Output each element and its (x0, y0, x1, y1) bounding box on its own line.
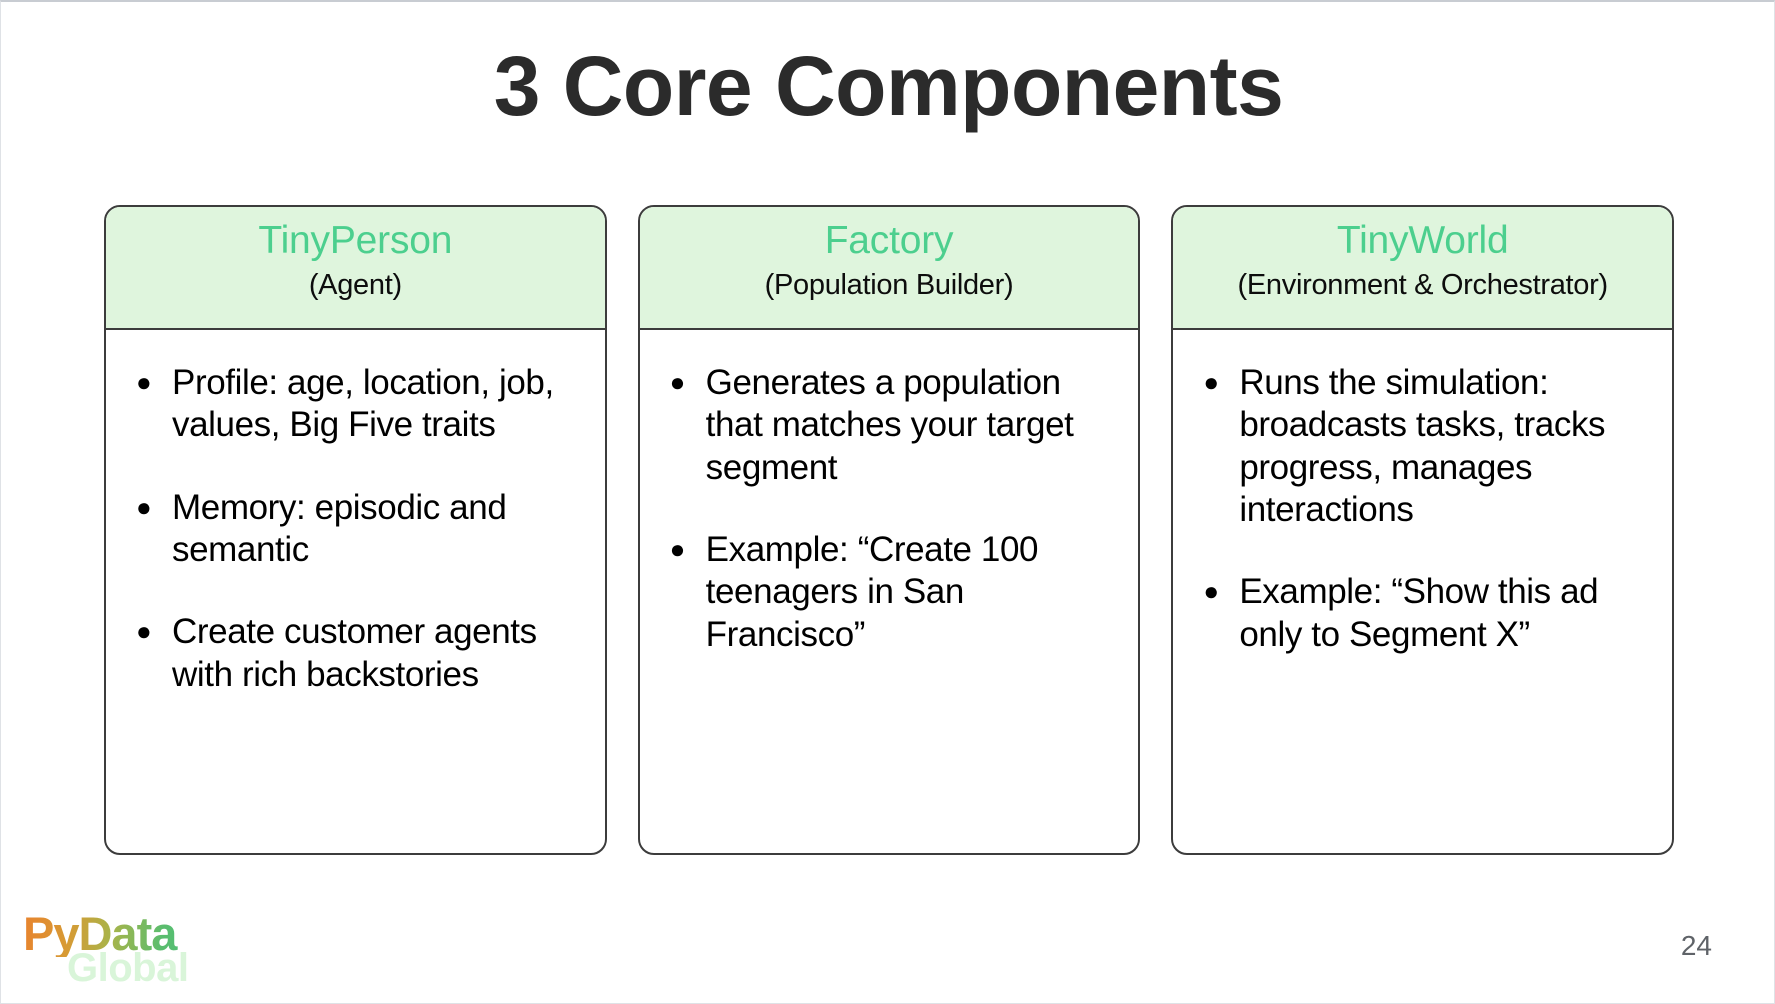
card-body: ● Profile: age, location, job, values, B… (106, 330, 605, 853)
logo-pydata-text: PyData (23, 910, 233, 957)
card-body: ● Runs the simulation: broadcasts tasks,… (1173, 330, 1672, 853)
card-header: Factory (Population Builder) (639, 207, 1139, 330)
bullet-dot-icon: ● (136, 491, 152, 522)
card-subtitle: (Agent) (308, 269, 402, 302)
list-item-text: Profile: age, location, job, values, Big… (172, 363, 554, 445)
card-subtitle: (Population Builder) (764, 269, 1014, 302)
card-subtitle: (Environment & Orchestrator) (1237, 269, 1609, 302)
list-item: ● Profile: age, location, job, values, B… (130, 362, 587, 447)
component-card-factory[interactable]: Factory (Population Builder) ● Generates… (637, 205, 1141, 855)
pydata-global-logo: PyData Global (23, 910, 233, 998)
card-title: TinyPerson (258, 219, 453, 262)
list-item: ● Runs the simulation: broadcasts tasks,… (1197, 362, 1654, 531)
bullet-dot-icon: ● (136, 616, 152, 647)
list-item: ● Example: “Show this ad only to Segment… (1197, 571, 1654, 656)
list-item: ● Memory: episodic and semantic (130, 487, 587, 572)
card-body: ● Generates a population that matches yo… (640, 330, 1139, 853)
list-item-text: Generates a population that matches your… (705, 363, 1074, 487)
list-item-text: Example: “Create 100 teenagers in San Fr… (705, 530, 1039, 654)
bullet-dot-icon: ● (669, 534, 686, 565)
card-header: TinyWorld (Environment & Orchestrator) (1173, 207, 1673, 330)
bullet-list: ● Generates a population that matches yo… (664, 362, 1121, 656)
list-item: ● Generates a population that matches yo… (664, 362, 1121, 489)
page-number: 24 (1680, 930, 1712, 961)
list-item-text: Runs the simulation: broadcasts tasks, t… (1239, 363, 1606, 530)
list-item: ● Example: “Create 100 teenagers in San … (664, 529, 1121, 656)
page-title: 3 Core Components (493, 39, 1284, 133)
list-item: ● Create customer agents with rich backs… (130, 611, 587, 696)
bullet-dot-icon: ● (1203, 367, 1219, 397)
card-title: Factory (824, 219, 954, 262)
bullet-dot-icon: ● (136, 367, 152, 397)
bullet-list: ● Profile: age, location, job, values, B… (130, 362, 587, 696)
card-title: TinyWorld (1336, 219, 1509, 262)
bullet-dot-icon: ● (1203, 576, 1219, 607)
components-row: TinyPerson (Agent) ● Profile: age, locat… (104, 205, 1675, 855)
bullet-list: ● Runs the simulation: broadcasts tasks,… (1197, 362, 1654, 656)
logo-global-text: Global (67, 946, 189, 990)
component-card-tinyworld[interactable]: TinyWorld (Environment & Orchestrator) ●… (1171, 205, 1675, 855)
bullet-dot-icon: ● (669, 367, 686, 397)
component-card-tinyperson[interactable]: TinyPerson (Agent) ● Profile: age, locat… (104, 205, 607, 855)
list-item-text: Example: “Show this ad only to Segment X… (1239, 572, 1599, 654)
card-header: TinyPerson (Agent) (106, 207, 605, 330)
list-item-text: Create customer agents with rich backsto… (172, 612, 537, 694)
list-item-text: Memory: episodic and semantic (172, 487, 507, 570)
